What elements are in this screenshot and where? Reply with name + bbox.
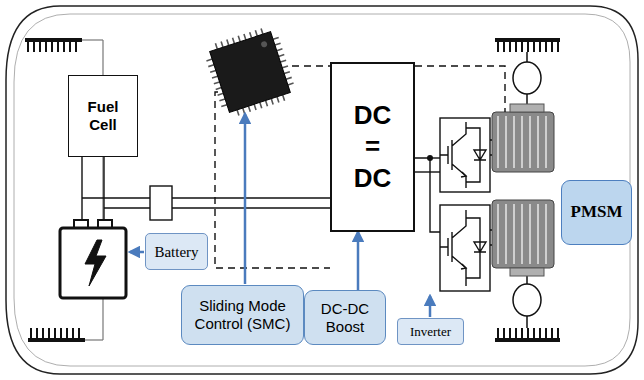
power-wire [104, 207, 330, 208]
junction-dot [427, 155, 433, 161]
callout-arrow [244, 114, 247, 284]
drive-coupling [513, 62, 541, 94]
battery-icon [60, 228, 126, 298]
igbt-module [440, 210, 466, 286]
igbt-module [440, 122, 466, 188]
igbt-module [440, 205, 490, 291]
wheel-tread [498, 40, 558, 52]
phase-wire [490, 154, 492, 155]
wheel-tread [28, 328, 85, 340]
igbt-module [466, 218, 486, 278]
node-label: DC = DC [351, 100, 395, 194]
phase-wire [490, 139, 492, 140]
motor-figure [492, 112, 554, 172]
motor-figure [498, 116, 546, 168]
car-body-inner [14, 14, 630, 366]
wheel-tread [31, 328, 79, 340]
callout-box: PMSM [561, 180, 632, 245]
callout-arrow [429, 296, 432, 317]
igbt-module [461, 172, 466, 177]
wheel-tread [25, 40, 82, 52]
igbt-module [461, 264, 466, 269]
motor-figure [492, 104, 554, 172]
microcontroller-chip [260, 40, 268, 48]
wheel-tread [495, 40, 560, 52]
power-wire [103, 157, 104, 222]
drive-coupling [526, 316, 528, 328]
igbt-module [440, 118, 490, 192]
callout-box: Battery [145, 233, 208, 270]
converter-box: DC = DC [330, 62, 415, 232]
converter-block [150, 186, 172, 220]
callout-box: DC-DC Boost [304, 290, 386, 345]
battery-icon [60, 220, 126, 298]
connector-arrow [357, 232, 360, 290]
control-signal-line [292, 65, 330, 66]
motor-figure [510, 104, 544, 112]
motor-figure [492, 200, 554, 276]
phase-wire [490, 229, 492, 230]
motor-figure [510, 268, 544, 276]
microcontroller-chip [202, 24, 298, 120]
control-signal-line [415, 66, 505, 112]
node-label: PMSM [571, 202, 623, 222]
igbt-module [440, 118, 490, 192]
motor-figure [492, 200, 554, 268]
phase-wire [490, 244, 492, 245]
callout-box: Inverter [397, 318, 464, 345]
node-label: Inverter [410, 324, 451, 340]
control-signal-line [215, 92, 330, 268]
drive-coupling [526, 52, 528, 62]
axle-link [85, 339, 103, 340]
motor-figure [498, 204, 546, 264]
microcontroller-chip [202, 24, 298, 120]
drive-coupling [513, 284, 541, 316]
phase-wire [490, 140, 492, 245]
igbt-module [466, 128, 486, 182]
axle-link [82, 39, 103, 40]
power-wire [415, 158, 440, 232]
node-label: Battery [154, 243, 198, 261]
wheel-tread [28, 40, 76, 52]
node-label: Fuel Cell [80, 98, 126, 134]
power-wire [81, 157, 82, 222]
callout-arrow [130, 251, 144, 254]
power-wire [82, 197, 330, 198]
wheel-tread [495, 328, 560, 340]
fuel-cell-box: Fuel Cell [68, 75, 138, 157]
drive-coupling [513, 52, 541, 328]
node-label: Sliding Mode Control (SMC) [182, 297, 303, 333]
callout-box: Sliding Mode Control (SMC) [181, 285, 304, 345]
microcontroller-chip [210, 32, 291, 113]
node-label: DC-DC Boost [314, 300, 376, 336]
igbt-module [440, 205, 490, 291]
wheel-tread [498, 328, 558, 340]
battery-icon [85, 240, 106, 286]
car-body [6, 6, 638, 374]
